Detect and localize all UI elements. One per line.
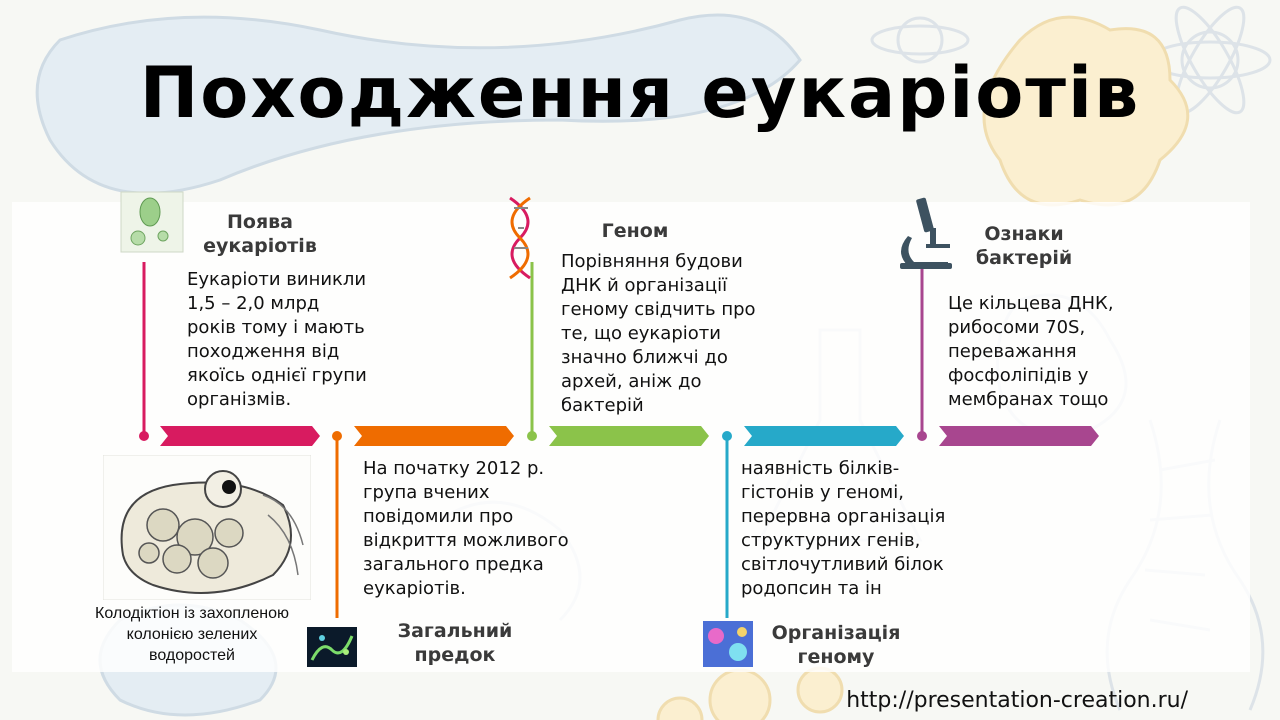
event-text-genome: Порівняння будови ДНК й організації гено… bbox=[561, 251, 756, 416]
event-heading-genome-organization: Організація геному bbox=[771, 622, 901, 668]
cells-photo-icon bbox=[703, 621, 753, 667]
microorganism-photo-icon bbox=[307, 627, 357, 667]
slide-title: Походження еукаріотів bbox=[139, 52, 1141, 134]
event-heading-bacteria-features: Ознаки бактерій bbox=[975, 223, 1073, 269]
timeline-arrow-1 bbox=[160, 426, 320, 446]
timeline-arrow-3 bbox=[549, 426, 709, 446]
timeline-dot-3 bbox=[527, 431, 537, 441]
timeline-arrow-4 bbox=[744, 426, 904, 446]
event-heading-appearance: Поява еукаріотів bbox=[203, 211, 317, 257]
event-text-common-ancestor: На початку 2012 р. група вчених повідоми… bbox=[363, 458, 569, 599]
microscope-icon bbox=[900, 197, 952, 269]
event-text-genome-organization: наявність білків-гістонів у геномі, пере… bbox=[741, 458, 946, 599]
dna-helix-icon bbox=[509, 196, 531, 280]
timeline-dot-1 bbox=[139, 431, 149, 441]
timeline-dot-4 bbox=[722, 431, 732, 441]
algae-cell-icon bbox=[120, 191, 184, 253]
timeline-dot-2 bbox=[332, 431, 342, 441]
colodictyon-illustration bbox=[103, 455, 311, 600]
event-text-appearance: Еукаріоти виникли 1,5 – 2,0 млрд років т… bbox=[187, 269, 367, 410]
event-heading-common-ancestor: Загальний предок bbox=[397, 620, 513, 666]
illustration-caption: Колодіктіон із захопленою колонією зелен… bbox=[95, 605, 289, 664]
event-text-bacteria-features: Це кільцева ДНК, рибосоми 70S, переважан… bbox=[948, 293, 1114, 410]
timeline-dot-5 bbox=[917, 431, 927, 441]
timeline-arrow-2 bbox=[354, 426, 514, 446]
timeline-arrow-5 bbox=[939, 426, 1099, 446]
event-heading-genome: Геном bbox=[601, 220, 669, 242]
footer-url[interactable]: http://presentation-creation.ru/ bbox=[846, 688, 1188, 713]
